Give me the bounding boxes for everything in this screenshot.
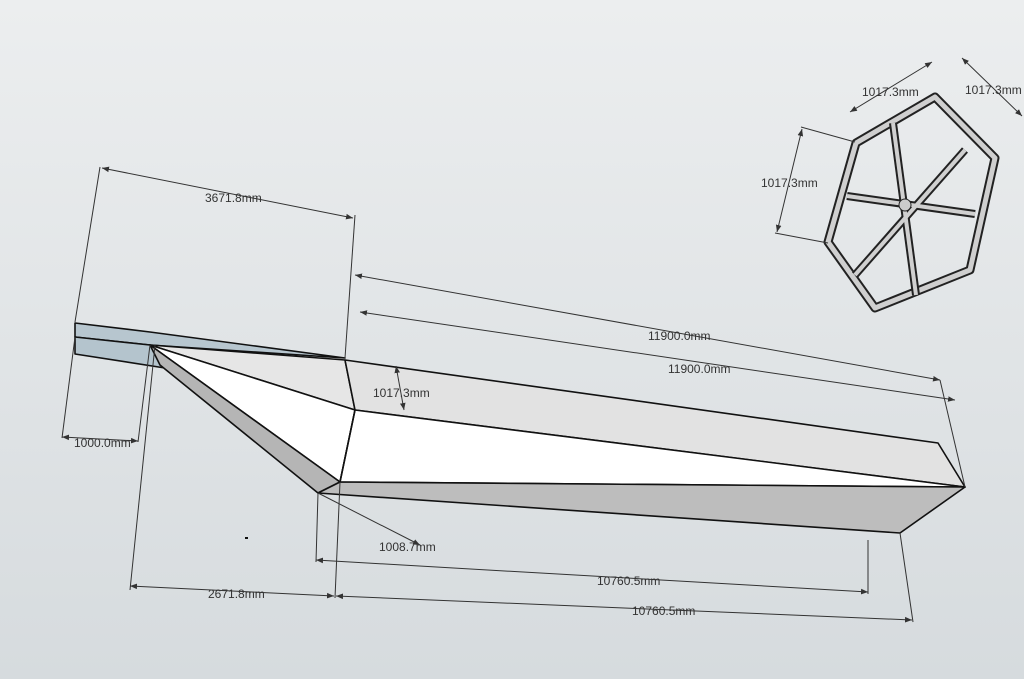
stray-point	[245, 537, 248, 539]
dim-beam-width: 1000.0mm	[74, 436, 131, 450]
dim-hull-length-top-1: 11900.0mm	[648, 329, 710, 343]
dim-hull-length-bottom-1: 10760.5mm	[597, 574, 660, 588]
dim-hull-length-top-2: 11900.0mm	[668, 362, 730, 376]
dim-nose-depth: 1008.7mm	[379, 540, 436, 554]
dim-hexagon-side-1: 1017.3mm	[862, 85, 919, 99]
dim-hexagon-side-3: 1017.3mm	[761, 176, 818, 190]
beam-upper	[74, 322, 346, 359]
hull-edge	[339, 409, 356, 483]
dim-hexagon-side-2: 1017.3mm	[965, 83, 1022, 97]
dim-hull-height: 1017.3mm	[373, 386, 430, 400]
dim-nose-length-top: 3671.8mm	[205, 191, 262, 205]
dim-nose-length-bottom: 2671.8mm	[208, 587, 265, 601]
hull-bottom-face	[317, 481, 966, 534]
hull-model[interactable]	[74, 322, 966, 534]
hexagon-frame[interactable]	[823, 92, 1000, 313]
dimension-labels: 3671.8mm 11900.0mm 11900.0mm 1017.3mm 10…	[74, 83, 1022, 618]
dim-hull-length-bottom-2: 10760.5mm	[632, 604, 695, 618]
dimension-lines	[61, 57, 1023, 623]
